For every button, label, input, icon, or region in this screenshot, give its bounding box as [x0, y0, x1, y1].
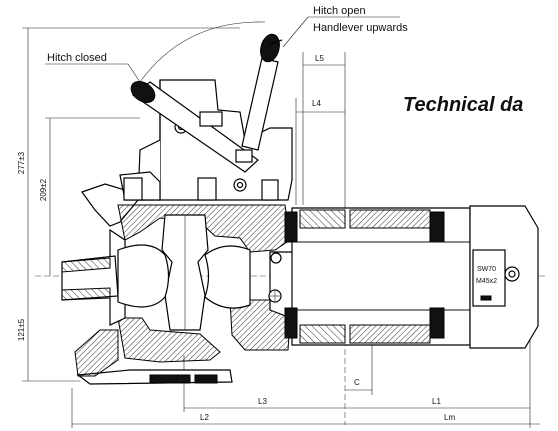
- hand-lever-open: [241, 33, 283, 151]
- callout-hitch-closed-text: Hitch closed: [47, 52, 107, 64]
- callout-hitch-open: Hitch open Handlever upwards: [282, 5, 408, 48]
- vertical-dimensions: 277±3 209±2 121±5: [17, 27, 240, 382]
- lever-swing-arc: [139, 21, 266, 83]
- dim-L4: L4: [312, 99, 321, 108]
- bottom-dimensions: L3 L2 L1 Lm C: [71, 330, 540, 428]
- dim-C: C: [354, 378, 360, 387]
- dim-L3: L3: [258, 397, 267, 406]
- callout-hitch-closed: Hitch closed: [45, 52, 145, 89]
- dim-L2: L2: [200, 413, 209, 422]
- page-heading: Technical da: [403, 94, 523, 116]
- dim-L1: L1: [432, 397, 441, 406]
- dim-height-121: 121±5: [17, 318, 26, 341]
- nut-label-size: SW70: [477, 266, 496, 273]
- hand-lever-closed: [130, 81, 259, 173]
- damper-shaft: SW70 M45x2: [284, 205, 539, 349]
- top-dimensions: L5 L4: [295, 52, 346, 210]
- dim-L5: L5: [315, 54, 324, 63]
- callout-hitch-open-line1: Hitch open: [313, 5, 366, 17]
- dim-height-277: 277±3: [17, 151, 26, 174]
- dim-height-209: 209±2: [39, 178, 48, 201]
- dim-Lm: Lm: [444, 413, 455, 422]
- nut-label-thread: M45x2: [476, 278, 497, 285]
- drawbar-eye: [61, 244, 251, 309]
- callout-hitch-open-line2: Handlever upwards: [313, 22, 408, 34]
